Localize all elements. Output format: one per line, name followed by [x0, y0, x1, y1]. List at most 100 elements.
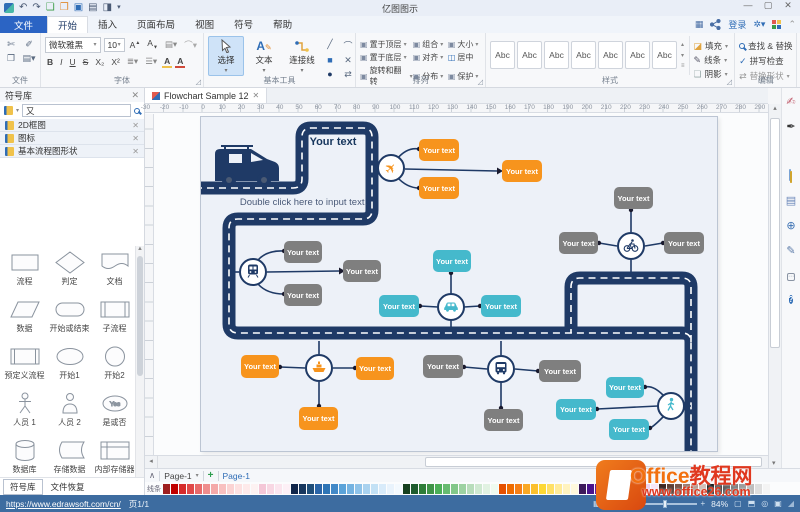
tab-file[interactable]: 文件 — [0, 16, 48, 33]
color-swatch[interactable] — [419, 483, 426, 494]
pen-icon[interactable]: ✒ — [786, 121, 796, 133]
color-swatch[interactable] — [283, 483, 290, 494]
tab-帮助[interactable]: 帮助 — [273, 20, 293, 31]
export-icon[interactable]: ◨ — [102, 2, 113, 13]
sidebar-close-icon[interactable]: ✕ — [131, 89, 139, 100]
color-swatch[interactable] — [723, 483, 730, 494]
zoom-level[interactable]: 84% — [711, 498, 729, 509]
normal-view-icon[interactable]: ▦ — [593, 499, 601, 508]
font-style-button[interactable]: B — [47, 56, 54, 67]
line-shape-icon[interactable]: ╱ — [327, 39, 333, 49]
font-color-button[interactable]: A — [175, 55, 186, 68]
color-swatch[interactable] — [307, 483, 314, 494]
color-swatch[interactable] — [555, 483, 562, 494]
color-swatch[interactable] — [259, 483, 266, 494]
color-swatch[interactable] — [347, 483, 354, 494]
shadow-button[interactable]: ❏阴影▾ — [693, 68, 728, 80]
ellipse-shape-icon[interactable]: ● — [327, 69, 333, 79]
shape-diamond[interactable]: 判定 — [47, 250, 92, 297]
arrange-居中[interactable]: ◫居中 — [448, 52, 481, 63]
shape-rect[interactable]: 流程 — [2, 250, 47, 297]
delete-shape-icon[interactable]: ✕ — [344, 55, 352, 65]
flowchart-text-box[interactable]: Your text — [419, 177, 459, 199]
shape-person2[interactable]: 人员 2 — [47, 391, 92, 438]
shape-ellipse[interactable]: 开始1 — [47, 344, 92, 391]
color-swatch[interactable] — [579, 483, 586, 494]
shape-person1[interactable]: 人员 1 — [2, 391, 47, 438]
drawing-page[interactable]: Your text Double click here to input tex… — [200, 116, 718, 452]
color-swatch[interactable] — [395, 483, 402, 494]
font-name-select[interactable]: 微软雅黑▾ — [45, 36, 101, 53]
color-swatch[interactable] — [163, 483, 170, 494]
new-document-icon[interactable]: ❏ — [45, 2, 55, 13]
help-icon[interactable]: ? — [788, 295, 794, 304]
shape-parallelogram[interactable]: 数据 — [2, 297, 47, 344]
collapse-panel-icon[interactable]: ∧ — [149, 470, 156, 480]
style-preview-button[interactable]: Abc — [625, 41, 650, 69]
close-button[interactable]: ✕ — [784, 0, 792, 10]
flowchart-text-box[interactable]: Your text — [484, 409, 523, 431]
color-swatch[interactable] — [539, 483, 546, 494]
format-painter-icon[interactable]: ✐ — [25, 39, 33, 49]
add-page-button[interactable]: + — [207, 470, 214, 481]
color-swatch[interactable] — [275, 483, 282, 494]
web-icon[interactable]: ⊕ — [786, 220, 796, 232]
color-swatch[interactable] — [499, 483, 506, 494]
comment-icon[interactable]: ⋯ — [787, 273, 795, 281]
zoom-in-icon[interactable]: + — [700, 499, 706, 508]
library-close-icon[interactable]: ✕ — [132, 120, 139, 130]
color-swatch[interactable] — [531, 483, 538, 494]
copy-icon[interactable]: ❐ — [6, 53, 16, 63]
color-swatch[interactable] — [211, 483, 218, 494]
flowchart-text-box[interactable]: Your text — [299, 407, 338, 430]
shape-stored[interactable]: 存储数据 — [47, 438, 92, 477]
road-flowchart[interactable] — [201, 117, 718, 452]
color-swatch[interactable] — [683, 483, 690, 494]
signature-icon[interactable]: ✍ — [786, 96, 796, 108]
flowchart-text-box[interactable]: Your text — [284, 284, 322, 306]
color-swatch[interactable] — [507, 483, 514, 494]
paste-icon[interactable]: ▤▾ — [22, 53, 36, 63]
tab-页面布局[interactable]: 页面布局 — [137, 20, 176, 31]
text-align-icon[interactable]: ▤▾ — [164, 39, 178, 49]
color-swatch[interactable] — [611, 483, 618, 494]
font-style-button[interactable]: U — [69, 56, 76, 67]
color-swatch[interactable] — [595, 483, 602, 494]
replace-shape-button[interactable]: ⇄替换形状▾ — [739, 70, 790, 82]
zoom-slider-knob[interactable] — [663, 499, 668, 508]
arrange-大小[interactable]: ▣大小▾ — [448, 39, 481, 50]
library-close-icon[interactable]: ✕ — [132, 133, 139, 143]
color-swatch[interactable] — [243, 483, 250, 494]
color-swatch[interactable] — [459, 483, 466, 494]
library-section-2D框图[interactable]: 2D框图✕ — [0, 119, 144, 132]
tab-视图[interactable]: 视图 — [195, 20, 215, 31]
flowchart-text-box[interactable]: Your text — [284, 241, 322, 263]
scroll-left-icon[interactable]: ◂ — [145, 456, 158, 468]
style-more-icon[interactable]: ≡ — [681, 63, 685, 69]
color-swatch[interactable] — [483, 483, 490, 494]
color-swatch[interactable] — [371, 483, 378, 494]
transport-node-walker[interactable] — [657, 392, 685, 420]
fullscreen-icon[interactable]: ⬒ — [747, 499, 756, 508]
pan-icon[interactable]: ▣ — [774, 499, 782, 508]
style-scroll-down-icon[interactable]: ▾ — [681, 53, 685, 59]
color-swatch[interactable] — [451, 483, 458, 494]
flowchart-text-box[interactable]: Your text — [419, 139, 459, 161]
minimize-button[interactable]: — — [743, 0, 753, 10]
color-swatch[interactable] — [227, 483, 234, 494]
undo-icon[interactable]: ↶ — [19, 2, 28, 13]
open-icon[interactable]: ❐ — [59, 2, 69, 13]
screenshot-icon[interactable]: ▦ — [694, 19, 704, 29]
sidebar-scrollbar[interactable]: ▲ — [135, 246, 144, 477]
style-preview-button[interactable]: Abc — [517, 41, 542, 69]
vertical-scrollbar[interactable]: ▴▾ — [768, 104, 781, 468]
color-swatch[interactable] — [331, 483, 338, 494]
zoom-slider[interactable]: − + — [634, 499, 705, 508]
color-swatch[interactable] — [475, 483, 482, 494]
color-swatch[interactable] — [203, 483, 210, 494]
color-swatch[interactable] — [571, 483, 578, 494]
flowchart-text-box[interactable]: Your text — [379, 295, 419, 317]
color-swatch[interactable] — [195, 483, 202, 494]
color-swatch[interactable] — [179, 483, 186, 494]
color-swatch[interactable] — [707, 483, 714, 494]
